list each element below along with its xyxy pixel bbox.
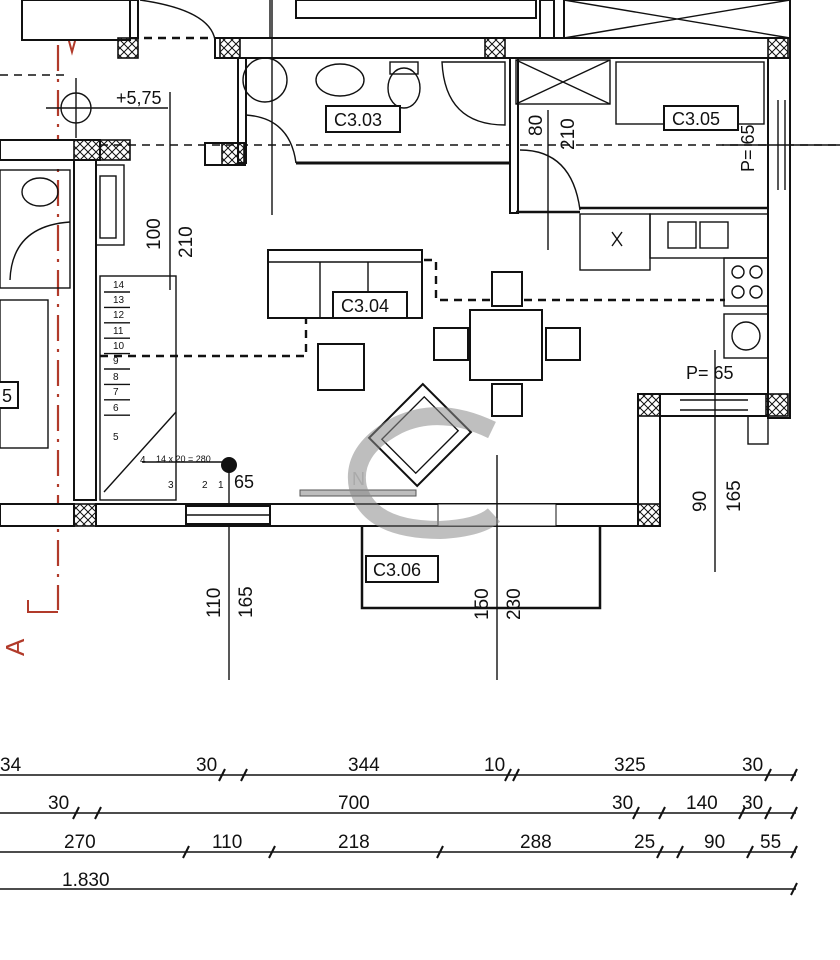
stair-step: 11	[113, 326, 124, 337]
dimension-tick	[240, 768, 248, 782]
stair-step: 12	[113, 310, 125, 321]
dimension-value: 218	[338, 832, 370, 853]
dimension-tick	[746, 845, 754, 859]
opening-annotations: P= 65 P= 65 80 210 100 210 65 110 165 15…	[144, 115, 758, 620]
dimension-value: 270	[64, 832, 96, 853]
level-marker: +5,75	[46, 78, 168, 138]
dimension-value: 30	[742, 793, 763, 814]
dimension-value: 325	[614, 755, 646, 776]
stair-step: 7	[113, 387, 119, 398]
dimension-tick	[436, 845, 444, 859]
dimension-chains: 34 30 344 10 325 30 30 700 30 140 30 270…	[0, 755, 798, 896]
opening-d100: 100	[144, 218, 165, 250]
living-furniture	[267, 249, 581, 497]
level-marker-label: +5,75	[116, 88, 162, 108]
opening-p65-right: P= 65	[686, 363, 734, 383]
dimension-value: 30	[196, 755, 217, 776]
watermark-logo: N	[347, 407, 501, 540]
opening-d210-a: 210	[558, 118, 579, 150]
room-label-c304: C3.04	[341, 296, 389, 316]
reference-lines	[169, 0, 840, 680]
dimension-value: 30	[612, 793, 633, 814]
stair-step: 9	[113, 356, 119, 367]
dimension-tick	[504, 768, 512, 782]
north-label: N	[352, 469, 365, 489]
opening-d230: 230	[504, 588, 525, 620]
dimension-value: 90	[704, 832, 725, 853]
dimension-value: 25	[634, 832, 655, 853]
stair-step: 14	[113, 280, 125, 291]
room-label-c303: C3.03	[334, 110, 382, 130]
opening-d110: 110	[204, 588, 225, 618]
dimension-value: 34	[0, 755, 22, 776]
section-marker-label: A	[0, 638, 30, 656]
dimension-value: 700	[338, 793, 370, 814]
dimension-value: 110	[212, 832, 242, 853]
dimension-tick	[512, 768, 520, 782]
stair-step: 2	[202, 480, 208, 491]
opening-d165-b: 165	[724, 480, 745, 512]
dimension-tick	[790, 882, 798, 896]
dimension-tick	[764, 768, 772, 782]
dimension-tick	[790, 806, 798, 820]
opening-d90: 90	[690, 491, 711, 512]
dimension-value: 10	[484, 755, 505, 776]
dimension-value: 1.830	[62, 870, 110, 891]
room-label-partial: 5	[2, 386, 12, 406]
stair-labels: 14 13 12 11 10 9 8 7 6 5 4 3 2 1 14 x 20…	[113, 280, 224, 491]
stair-step: 3	[168, 480, 174, 491]
bedroom-c305	[515, 57, 791, 419]
opening-d165-a: 165	[236, 586, 257, 618]
dimension-tick	[676, 845, 684, 859]
dimension-tick	[268, 845, 276, 859]
stair-step: 5	[113, 432, 119, 443]
dimension-tick	[764, 806, 772, 820]
stair-step: 8	[113, 372, 119, 383]
dimension-tick	[94, 806, 102, 820]
dimension-tick	[632, 806, 640, 820]
opening-d80: 80	[526, 115, 547, 136]
kitchen	[579, 213, 769, 359]
stair-step: 13	[113, 295, 125, 306]
staircase	[95, 164, 237, 680]
dimension-tick	[72, 806, 80, 820]
dimension-value: 140	[686, 793, 718, 814]
upper-walls	[21, 0, 791, 59]
dimension-tick	[790, 845, 798, 859]
dimension-tick	[656, 845, 664, 859]
opening-d65-stair: 65	[234, 472, 254, 492]
bathroom	[204, 57, 519, 214]
opening-d210-b: 210	[176, 226, 197, 258]
balcony	[360, 526, 602, 610]
opening-p65-top: P= 65	[738, 124, 758, 172]
dimension-value: 288	[520, 832, 552, 853]
dimension-tick	[218, 768, 226, 782]
dimension-value: 30	[48, 793, 69, 814]
stair-step: 1	[218, 480, 224, 491]
left-neighbour	[0, 139, 131, 527]
dimension-value: 55	[760, 832, 781, 853]
stair-formula: 14 x 20 = 280	[156, 454, 211, 464]
room-label-c305: C3.05	[672, 109, 720, 129]
room-labels: C3.03 C3.05 C3.04 C3.06 5 A	[0, 105, 739, 656]
dimension-tick	[738, 806, 746, 820]
dimension-value: 30	[742, 755, 763, 776]
dimension-tick	[182, 845, 190, 859]
stair-step: 10	[113, 341, 125, 352]
opening-d150: 150	[472, 588, 493, 620]
dimension-value: 344	[348, 755, 380, 776]
stair-step: 6	[113, 403, 119, 414]
dimension-tick	[790, 768, 798, 782]
room-label-c306: C3.06	[373, 560, 421, 580]
stair-step: 4	[140, 455, 146, 466]
dimension-tick	[658, 806, 666, 820]
